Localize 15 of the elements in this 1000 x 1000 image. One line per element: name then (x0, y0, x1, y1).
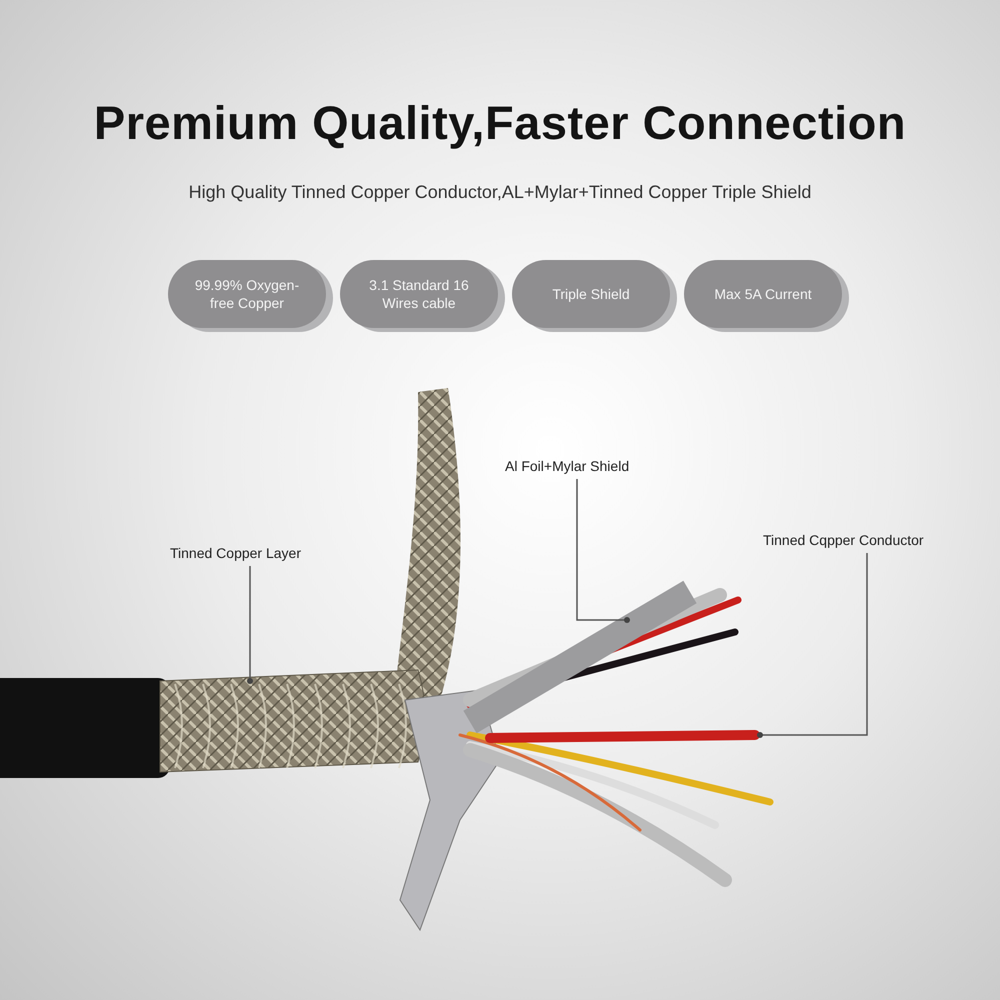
callout-label: Al Foil+Mylar Shield (505, 458, 630, 474)
feature-badge: Max 5A Current (684, 260, 842, 328)
leader-line (576, 479, 630, 623)
cable-part (463, 580, 697, 734)
feature-badge: Triple Shield (512, 260, 670, 328)
feature-badge: 3.1 Standard 16 Wires cable (340, 260, 498, 328)
callout-label: Tinned Copper Layer (170, 545, 302, 561)
leader-line (757, 553, 868, 738)
title: Premium Quality,Faster Connection (92, 95, 908, 150)
feature-badge: 99.99% Oxygen-free Copper (168, 260, 326, 328)
subtitle: High Quality Tinned Copper Conductor,AL+Mylar+Tinned Copper Triple Shield (188, 182, 812, 203)
callout-label: Tinned Cqpper Conductor (763, 532, 924, 548)
cable-part (160, 670, 426, 772)
leader-line (247, 566, 253, 684)
cable-part (485, 730, 760, 743)
